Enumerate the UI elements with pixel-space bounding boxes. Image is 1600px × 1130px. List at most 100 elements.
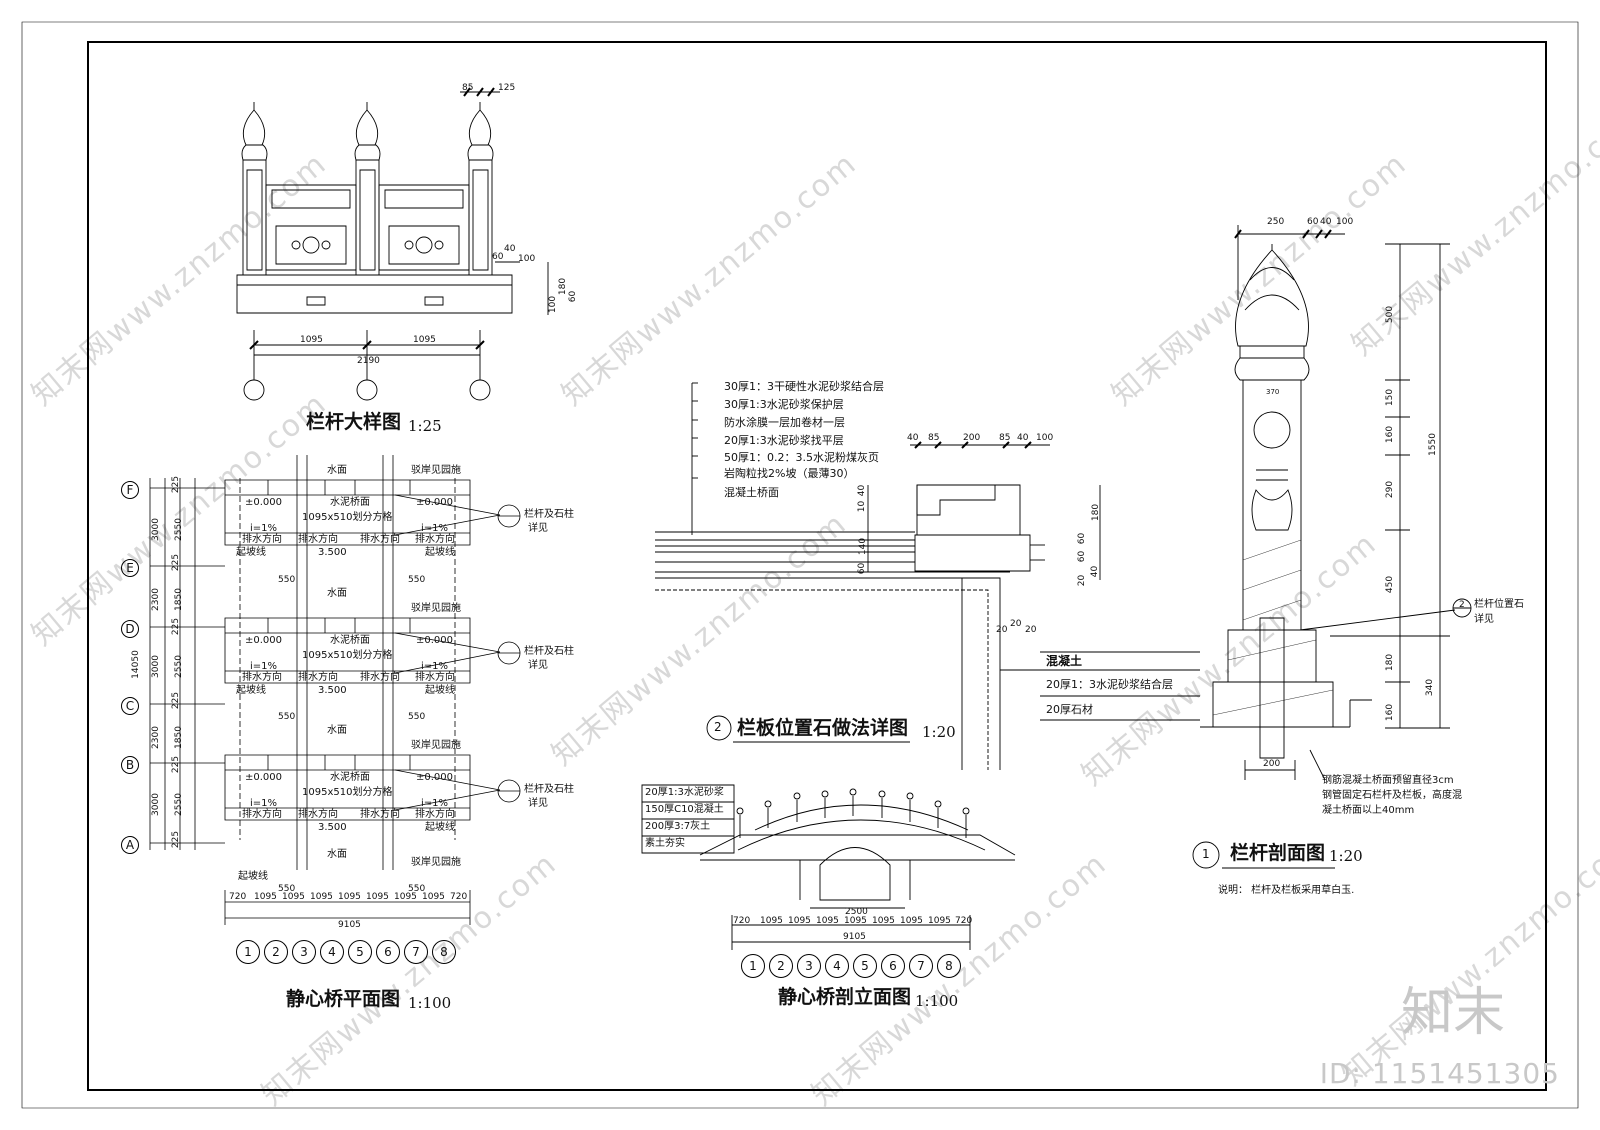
dim-text: 1850 [173, 588, 184, 611]
axis-bubble: D [121, 620, 139, 638]
dim-text: 1095 [928, 916, 951, 926]
railing-base [237, 275, 512, 313]
plan-label: 起坡线 [425, 547, 455, 558]
plan-label: 排水方向 [298, 809, 338, 820]
paving-title: 栏板位置石做法详图 [737, 717, 909, 739]
dim-text: 100 [1336, 217, 1354, 227]
dim-text: 1095 [310, 892, 333, 902]
dim-text: 40 [1320, 217, 1332, 227]
plan-label: i=1% [421, 661, 449, 672]
layer-text: 20厚1:3水泥砂浆找平层 [724, 434, 844, 447]
steel-pipe [1260, 618, 1284, 758]
material-text: 20厚石材 [1046, 703, 1093, 716]
dim-text: 250 [1267, 217, 1285, 227]
plan-label: 水泥桥面 [330, 772, 370, 783]
axis-bubble: 1 [741, 954, 765, 978]
layer-text: 200厚3:7灰土 [645, 821, 711, 832]
dim-text: 60 [1077, 550, 1088, 563]
axis-bubble: 6 [376, 940, 400, 964]
plan-label: 起坡线 [238, 871, 268, 882]
dim-text: 2300 [150, 726, 161, 749]
material-text: 混凝土 [1046, 654, 1083, 668]
bridge-elevation [642, 785, 1015, 950]
dim-text: 720 [229, 892, 247, 902]
plan-label: ±0.000 [416, 635, 454, 646]
post-shaft [1243, 380, 1301, 630]
plan-label: ±0.000 [416, 497, 454, 508]
dim-text: 200 [1263, 759, 1281, 769]
layer-text: 混凝土桥面 [724, 486, 779, 499]
dim-text: 100 [1036, 433, 1054, 443]
dim-text: 85 [928, 433, 940, 443]
axis-bubble: 5 [853, 954, 877, 978]
dim-text: 125 [498, 83, 516, 93]
dim-text: 180 [558, 277, 569, 296]
detail-number: 1 [1202, 847, 1210, 861]
layer-text: 50厚1：0.2：3.5水泥粉煤灰页 [724, 451, 879, 464]
dim-text: 1095 [760, 916, 783, 926]
plan-label: 水面 [327, 588, 347, 599]
dim-text: 40 [857, 484, 868, 497]
dim-text: 225 [171, 475, 182, 494]
dim-text: 20 [1010, 619, 1022, 629]
detail-number: 2 [714, 720, 722, 734]
plan-label: ±0.000 [245, 635, 283, 646]
plan-label: i=1% [250, 523, 278, 534]
dim-text: 10 [857, 500, 868, 513]
post-left [242, 102, 267, 275]
axis-bubble: E [121, 559, 139, 577]
axis-bubble: 2 [264, 940, 288, 964]
dim-text: 40 [907, 433, 919, 443]
plan-label: 起坡线 [425, 822, 455, 833]
dim-text: 550 [278, 575, 296, 585]
paving-detail [655, 383, 1200, 770]
elevation-title: 静心桥剖立面图 [778, 986, 912, 1008]
dim-text: 85 [462, 83, 474, 93]
axis-bubble: 6 [881, 954, 905, 978]
dim-text: 225 [171, 755, 182, 774]
plan-label: 1095x510划分方格 [302, 787, 393, 798]
callout-text: 栏杆及石柱 [524, 784, 574, 795]
dim-text: 1095 [413, 335, 436, 345]
note-text: 凝土桥面以上40mm [1322, 805, 1415, 816]
plan-label: 水面 [327, 849, 347, 860]
plan-label: 水泥桥面 [330, 635, 370, 646]
dim-text: 60 [1307, 217, 1319, 227]
plan-label: 驳岸见园施 [411, 603, 461, 614]
plan-label: 排水方向 [415, 534, 455, 545]
layer-text: 30厚1：3干硬性水泥砂浆结合层 [724, 380, 884, 393]
plan-label: 驳岸见园施 [411, 857, 461, 868]
axis-bubble: 8 [937, 954, 961, 978]
dim-text: 550 [278, 884, 296, 894]
layer-text: 岩陶粒找2%坡（最薄30） [724, 467, 855, 480]
dim-text: 1095 [872, 916, 895, 926]
plan-label: 驳岸见园施 [411, 740, 461, 751]
axis-bubble: 3 [292, 940, 316, 964]
plan-title: 静心桥平面图 [286, 988, 401, 1010]
dim-text: 550 [408, 712, 426, 722]
railing-elevation [237, 88, 548, 400]
plan-label: 起坡线 [425, 685, 455, 696]
plan-label: 排水方向 [360, 534, 400, 545]
plan-label: i=1% [421, 798, 449, 809]
callout-text: 栏杆及石柱 [524, 646, 574, 657]
railing-detail-scale: 1:25 [408, 417, 442, 435]
note-text: 钢管固定石栏杆及栏板，高度混 [1322, 790, 1462, 801]
dim-text: 2190 [357, 356, 380, 366]
dim-text: 14050 [130, 650, 141, 679]
plan-label: 排水方向 [360, 809, 400, 820]
plan-label: 排水方向 [415, 809, 455, 820]
plan-label: 起坡线 [236, 685, 266, 696]
arch-opening [820, 848, 890, 901]
layer-text: 素土夯实 [645, 838, 685, 849]
dim-text: 20 [996, 625, 1008, 635]
axis-bubble: 4 [320, 940, 344, 964]
stone-block [917, 485, 1020, 535]
dim-text: 550 [408, 575, 426, 585]
dim-text: 225 [171, 830, 182, 849]
dim-text: 2550 [173, 655, 184, 678]
dim-text: 1095 [900, 916, 923, 926]
axis-bubble: 7 [909, 954, 933, 978]
elevation-scale: 1:100 [915, 992, 959, 1010]
